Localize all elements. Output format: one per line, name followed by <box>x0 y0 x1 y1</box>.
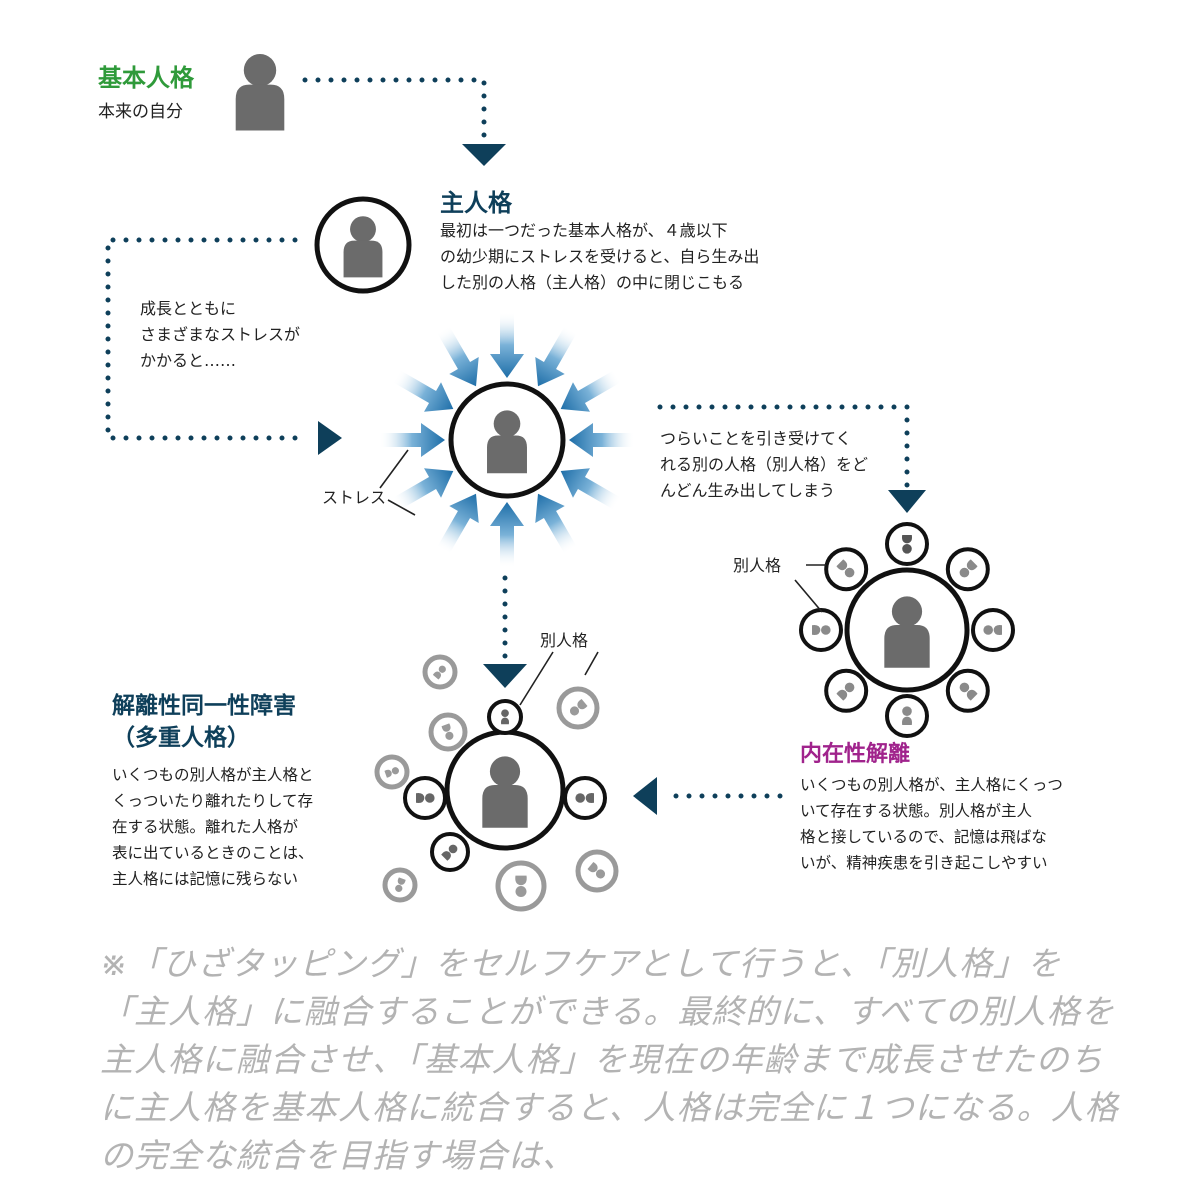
inner-alter-node <box>945 547 990 592</box>
arrowhead-spawn <box>888 490 926 513</box>
did-title: 解離性同一性障害 <box>112 693 296 719</box>
alt-leader-right-b <box>794 579 823 613</box>
alt-leader-left-a <box>519 651 554 706</box>
arrowhead-growth <box>318 421 342 455</box>
connector-growth-loop <box>105 237 308 441</box>
did-floating-alter-node <box>374 754 410 790</box>
arrowhead-to-did-left <box>633 777 657 815</box>
base-person-icon <box>235 54 285 131</box>
footnote-text: ※「ひざタッピング」をセルフケアとして行うと、「別人格」を「主人格」に融合するこ… <box>100 944 1119 1175</box>
stress-arrows <box>379 312 635 568</box>
arrowhead-did-down <box>483 664 527 688</box>
base-personality-subtitle: 本来の自分 <box>98 102 183 122</box>
alt-leader-left-b <box>584 651 599 676</box>
connector-base-to-main <box>302 77 487 143</box>
inner-alter-node <box>799 608 843 652</box>
main-personality-description: 最初は一つだった基本人格が、４歳以下 の幼少期にストレスを受けると、自ら生み出 … <box>440 221 760 292</box>
stress-arrow <box>535 493 578 555</box>
connector-to-spawn <box>657 404 910 490</box>
arrowhead-to-main <box>462 144 506 166</box>
did-floating-alter-node <box>422 654 458 690</box>
inner-alter-node <box>885 694 929 738</box>
base-personality-title: 基本人格 <box>98 64 194 92</box>
did-attached-alter-node <box>430 832 470 872</box>
stress-label: ストレス <box>322 488 387 507</box>
did-floating-alter-node <box>556 686 600 730</box>
main-personality-title: 主人格 <box>440 189 512 217</box>
inner-dissociation-cluster <box>799 522 1015 738</box>
stress-arrow <box>379 423 445 457</box>
inner-alter-node <box>824 668 869 713</box>
arrowheads <box>318 144 926 815</box>
stress-arrow <box>490 312 524 378</box>
stress-arrow <box>560 468 622 511</box>
inner-alter-node <box>945 668 990 713</box>
stress-arrow <box>569 423 635 457</box>
inner-alter-node <box>885 522 929 566</box>
inner-alter-node <box>824 547 869 592</box>
did-floating-alter-node <box>382 867 418 903</box>
did-subtitle: （多重人格） <box>112 725 250 751</box>
stress-arrow <box>436 493 479 555</box>
did-cluster <box>374 654 619 912</box>
stress-arrow <box>490 502 524 568</box>
stress-leader-lines <box>379 449 416 516</box>
did-floating-alter-node <box>428 712 468 752</box>
alt-personality-label-right: 別人格 <box>733 556 782 575</box>
did-attached-alter-node <box>403 776 447 820</box>
dotted-connectors <box>105 77 910 799</box>
inner-dissociation-title: 内在性解離 <box>800 742 911 767</box>
did-description: いくつもの別人格が主人格と くっついたり離れたりして存 在する状態。離れた人格が… <box>112 766 314 888</box>
stress-arrow <box>535 325 578 387</box>
spawn-alter-text: つらいことを引き受けてく れる別の人格（別人格）をど んどん生み出してしまう <box>660 429 869 500</box>
growth-stress-text: 成長とともに さまざまなストレスが かかると…… <box>140 299 301 370</box>
did-floating-alter-node <box>495 860 547 912</box>
did-attached-alter-node <box>563 776 607 820</box>
stress-arrow <box>392 369 454 412</box>
inner-alter-node <box>971 608 1015 652</box>
did-attached-alter-node <box>487 699 523 735</box>
did-floating-alter-node <box>575 849 619 893</box>
inner-dissociation-description: いくつもの別人格が、主人格にくっつ いて存在する状態。別人格が主人 格と接してい… <box>800 776 1063 872</box>
stress-arrow <box>392 468 454 511</box>
stress-arrow <box>560 369 622 412</box>
stress-arrow <box>436 325 479 387</box>
alt-personality-label-left: 別人格 <box>540 631 589 650</box>
